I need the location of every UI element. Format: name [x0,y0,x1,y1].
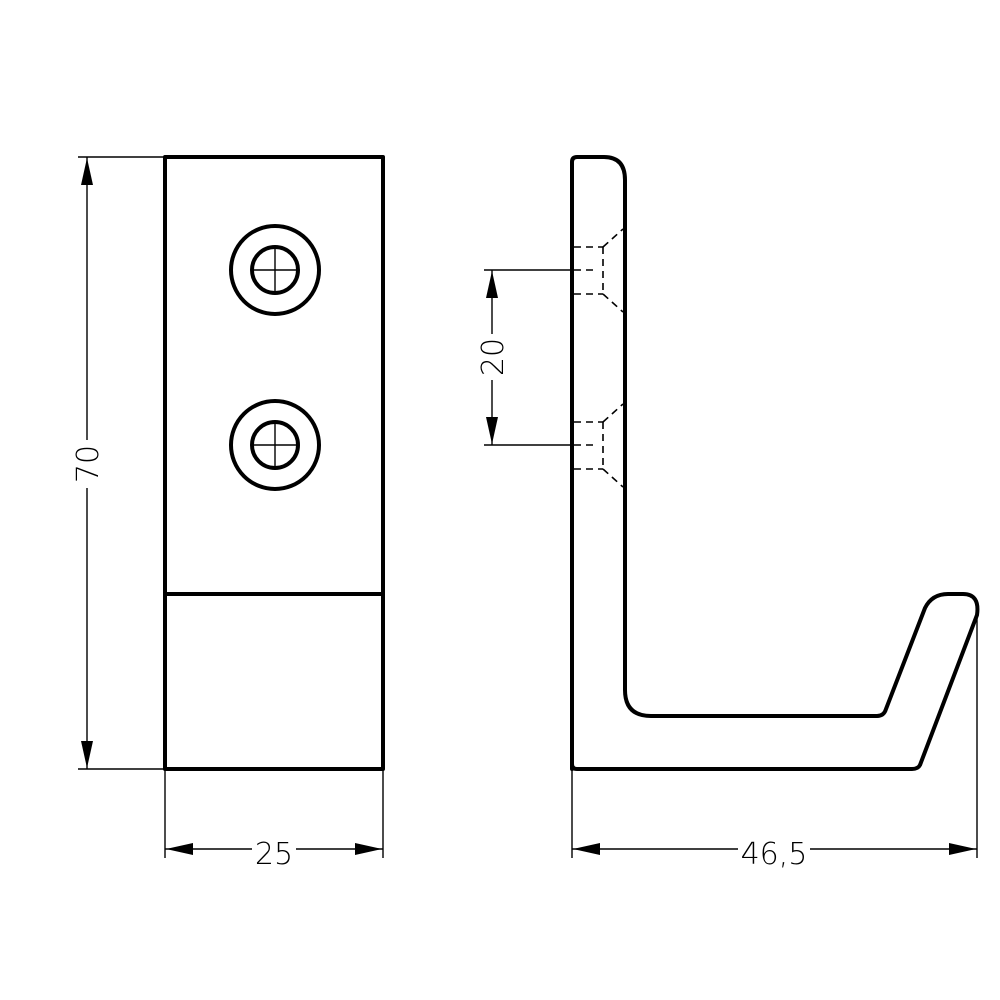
arrow-up-icon [486,271,498,298]
dimension-width: 25 [164,769,384,872]
dimension-hole-spacing: 20 [476,269,572,446]
dimension-height-label: 70 [71,445,106,483]
hidden-countersink-lower [574,403,624,488]
dimension-hole-spacing-label: 20 [476,338,511,376]
arrow-left-icon [166,843,193,855]
dimension-width-label: 25 [255,837,293,872]
dimension-height: 70 [71,156,165,770]
side-view: 20 46,5 [476,155,980,872]
front-view: 70 25 [71,155,385,872]
arrow-right-icon [355,843,382,855]
arrow-down-icon [81,741,93,768]
screw-hole-upper-icon [229,224,321,316]
dimension-depth: 46,5 [571,615,978,872]
arrow-right-icon [949,843,976,855]
mounting-plate-outline [163,155,385,771]
dimension-depth-label: 46,5 [741,837,808,872]
screw-hole-lower-icon [229,399,321,491]
arrow-left-icon [573,843,600,855]
arrow-up-icon [81,158,93,185]
hook-profile-outline [570,155,980,771]
hidden-countersink-upper [574,228,624,313]
arrow-down-icon [486,417,498,444]
